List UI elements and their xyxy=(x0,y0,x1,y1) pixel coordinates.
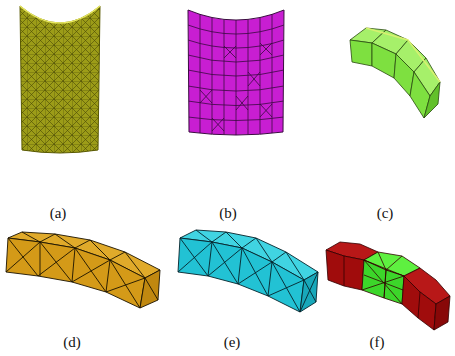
tet-beam xyxy=(178,230,318,312)
panel-label: (a) xyxy=(50,206,67,221)
panel-label: (e) xyxy=(224,335,241,350)
quad-mesh xyxy=(188,5,284,140)
mixed-beam xyxy=(326,242,450,330)
hex-beam xyxy=(350,28,440,118)
panel-label: (f) xyxy=(370,335,385,350)
cloth-mesh xyxy=(18,4,102,158)
panel-label: (c) xyxy=(377,206,394,221)
panel-label: (d) xyxy=(63,335,81,350)
panel-label: (b) xyxy=(219,206,237,221)
tet-beam xyxy=(6,232,160,308)
